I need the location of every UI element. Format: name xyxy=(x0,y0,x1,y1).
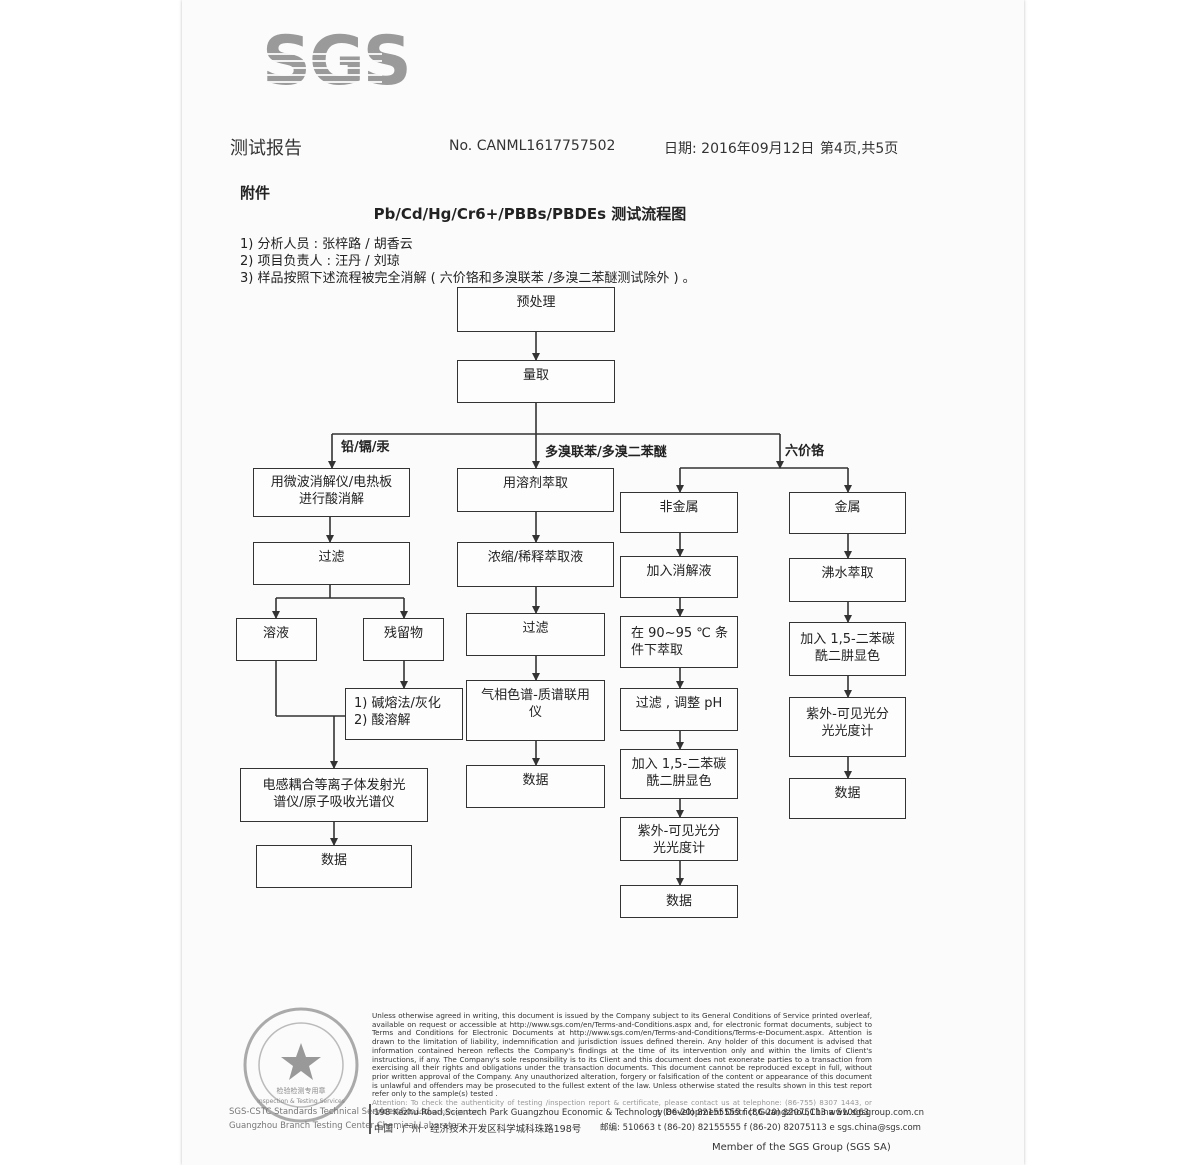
box-acid-digestion-line2: 进行酸消解 xyxy=(298,492,364,507)
box-residue-treatment-line2: 2) 酸溶解 xyxy=(354,713,411,728)
box-dpc-nonmetal: 加入 1,5-二苯碳 酰二肼显色 xyxy=(620,749,738,799)
box-boiling-extraction: 沸水萃取 xyxy=(789,558,906,602)
branch-name-1: SGS-CSTC Standards Technical Services Co… xyxy=(229,1107,433,1117)
contact-cn: 邮编: 510663 t (86-20) 82155555 f (86-20) … xyxy=(600,1123,921,1133)
box-uv-metal-line2: 光光度计 xyxy=(821,724,874,739)
address-divider xyxy=(369,1104,371,1134)
company-seal: 检验检测专用章 Inspection & Testing Services xyxy=(243,1007,359,1123)
box-heat-extraction-line1: 在 90~95 ℃ 条 xyxy=(631,626,728,641)
branch-name-2: Guangzhou Branch Testing Center Chemical… xyxy=(229,1121,466,1131)
box-measure: 量取 xyxy=(457,360,615,403)
box-acid-digestion-line1: 用微波消解仪/电热板 xyxy=(270,475,393,490)
box-data-nonmetal: 数据 xyxy=(620,885,738,918)
box-uv-nonmetal: 紫外-可见光分 光光度计 xyxy=(620,817,738,861)
label-pbb-pbde: 多溴联苯/多溴二苯醚 xyxy=(545,445,667,460)
note-2: 2) 项目负责人 : 汪丹 / 刘琼 xyxy=(240,254,400,269)
box-dpc-metal-line1: 加入 1,5-二苯碳 xyxy=(800,632,895,647)
box-icp-aas-line2: 谱仪/原子吸收光谱仪 xyxy=(273,795,395,810)
sgs-member-line: Member of the SGS Group (SGS SA) xyxy=(712,1142,891,1153)
box-filter-metals: 过滤 xyxy=(253,542,410,585)
report-date: 日期: 2016年09月12日 xyxy=(664,141,815,157)
report-number: No. CANML1617757502 xyxy=(449,138,616,154)
notes: 1) 分析人员 : 张梓路 / 胡香云 2) 项目负责人 : 汪丹 / 刘琼 3… xyxy=(240,236,696,287)
box-icp-aas: 电感耦合等离子体发射光 谱仪/原子吸收光谱仪 xyxy=(240,768,428,822)
contact-en: t (86-20) 82155555 f (86-20) 82075113 ww… xyxy=(657,1108,925,1118)
seal-cn-text: 检验检测专用章 xyxy=(277,1086,326,1095)
address-en: 198 Kezhu Road,Scientech Park Guangzhou … xyxy=(374,1108,870,1118)
box-heat-extraction-line2: 件下萃取 xyxy=(631,643,684,658)
box-heat-extraction: 在 90~95 ℃ 条 件下萃取 xyxy=(620,616,738,668)
box-filter-flame: 过滤 xyxy=(466,613,605,656)
box-uv-metal: 紫外-可见光分 光光度计 xyxy=(789,697,906,757)
section-label: 附件 xyxy=(240,184,271,202)
box-metal: 金属 xyxy=(789,492,906,534)
box-residue-treatment-line1: 1) 碱熔法/灰化 xyxy=(354,696,441,711)
address-cn: 中国 · 广州 · 经济技术开发区科学城科珠路198号 xyxy=(374,1124,582,1135)
seal-en-text: Inspection & Testing Services xyxy=(257,1098,345,1105)
box-solvent-extraction: 用溶剂萃取 xyxy=(457,468,614,512)
box-residue-treatment: 1) 碱熔法/灰化 2) 酸溶解 xyxy=(345,688,463,740)
box-data-metals: 数据 xyxy=(256,845,412,888)
label-cr6: 六价铬 xyxy=(785,444,825,459)
box-gcms-line2: 仪 xyxy=(528,705,542,720)
label-pb-cd-hg: 铅/镉/汞 xyxy=(341,440,390,455)
flowchart-title: Pb/Cd/Hg/Cr6+/PBBs/PBDEs 测试流程图 xyxy=(373,205,687,223)
box-data-flame: 数据 xyxy=(466,765,605,808)
box-concentrate: 浓缩/稀释萃取液 xyxy=(457,542,614,587)
box-uv-metal-line1: 紫外-可见光分 xyxy=(806,707,889,722)
disclaimer: Unless otherwise agreed in writing, this… xyxy=(372,1011,872,1116)
box-nonmetal: 非金属 xyxy=(620,492,738,533)
box-add-digestion: 加入消解液 xyxy=(620,556,738,598)
disclaimer-text: Unless otherwise agreed in writing, this… xyxy=(372,1011,872,1099)
box-gcms: 气相色谱-质谱联用 仪 xyxy=(466,680,605,741)
box-pretreatment: 预处理 xyxy=(457,287,615,332)
note-1: 1) 分析人员 : 张梓路 / 胡香云 xyxy=(240,237,413,252)
box-dpc-nonmetal-line1: 加入 1,5-二苯碳 xyxy=(631,757,727,772)
box-uv-nonmetal-line2: 光光度计 xyxy=(652,841,705,856)
box-icp-aas-line1: 电感耦合等离子体发射光 xyxy=(262,778,406,793)
box-gcms-line1: 气相色谱-质谱联用 xyxy=(481,688,590,703)
report-label: 测试报告 xyxy=(230,138,302,159)
box-dpc-metal: 加入 1,5-二苯碳 酰二肼显色 xyxy=(789,622,906,676)
box-data-metal: 数据 xyxy=(789,778,906,819)
note-3: 3) 样品按照下述流程被完全消解 ( 六价铬和多溴联苯 /多溴二苯醚测试除外 )… xyxy=(240,271,696,286)
box-filter-ph: 过滤 , 调整 pH xyxy=(620,688,738,731)
page-number: 第4页,共5页 xyxy=(820,141,899,157)
box-dpc-nonmetal-line2: 酰二肼显色 xyxy=(646,774,712,789)
box-uv-nonmetal-line1: 紫外-可见光分 xyxy=(637,824,721,839)
box-acid-digestion: 用微波消解仪/电热板 进行酸消解 xyxy=(253,468,410,517)
box-residue: 残留物 xyxy=(363,618,444,661)
box-dpc-metal-line2: 酰二肼显色 xyxy=(814,649,880,664)
box-solution: 溶液 xyxy=(236,618,317,661)
authenticity-notice: Attention: To check the authenticity of … xyxy=(372,1098,872,1116)
